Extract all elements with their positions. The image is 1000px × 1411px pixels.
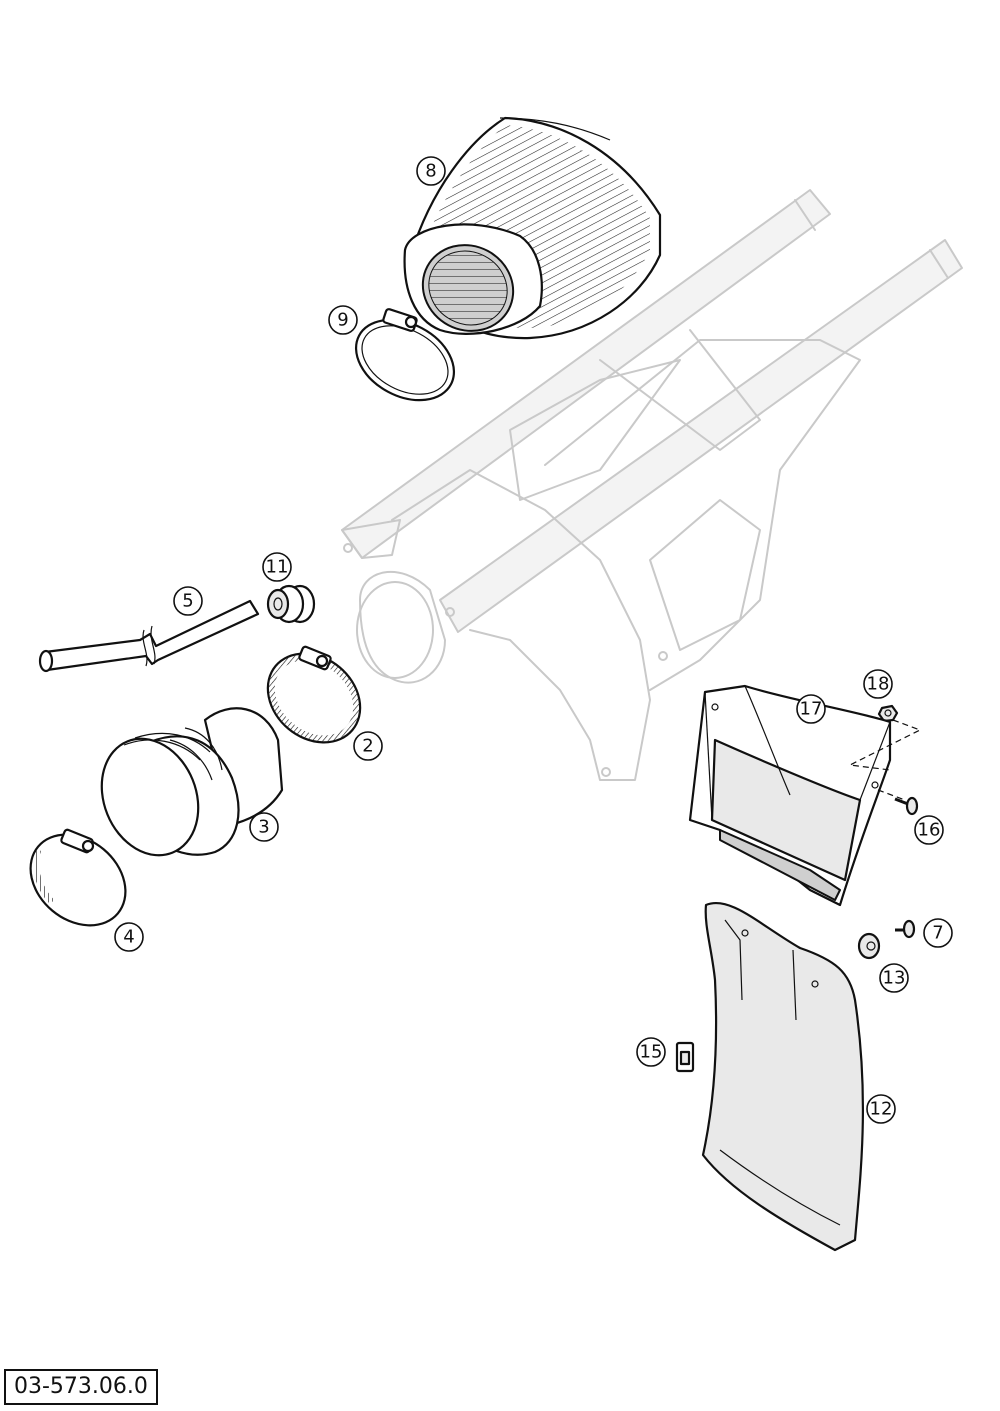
svg-text:2: 2	[362, 736, 373, 757]
svg-text:3: 3	[258, 817, 269, 838]
assembly-line	[847, 719, 922, 771]
svg-text:16: 16	[918, 820, 941, 841]
svg-text:11: 11	[266, 557, 289, 578]
callout-4: 4	[114, 922, 144, 952]
callout-16: 16	[914, 815, 944, 845]
svg-text:13: 13	[883, 968, 906, 989]
callout-3: 3	[249, 812, 279, 842]
clip-nut	[675, 1041, 695, 1073]
callout-9: 9	[328, 305, 358, 335]
svg-text:5: 5	[182, 591, 193, 612]
bushing	[857, 932, 881, 960]
intake-boot	[100, 707, 284, 857]
callout-15: 15	[636, 1037, 666, 1067]
svg-text:7: 7	[932, 923, 943, 944]
callout-13: 13	[879, 963, 909, 993]
callout-5: 5	[173, 586, 203, 616]
svg-text:18: 18	[867, 674, 890, 695]
subframe-outline	[341, 189, 963, 781]
air-filter	[403, 116, 662, 340]
assembly-line-2	[877, 789, 906, 801]
drawing-number: 03-573.06.0	[4, 1369, 158, 1405]
svg-text:12: 12	[870, 1099, 893, 1120]
callout-17: 17	[796, 694, 826, 724]
callout-7: 7	[923, 918, 953, 948]
callout-11: 11	[262, 552, 292, 582]
callout-12: 12	[866, 1094, 896, 1124]
mud-flap	[701, 902, 865, 1252]
screw-7	[895, 919, 916, 939]
callout-18: 18	[863, 669, 893, 699]
svg-text:8: 8	[425, 161, 436, 182]
callout-2: 2	[353, 731, 383, 761]
svg-text:4: 4	[123, 927, 134, 948]
hose-clamp-4	[29, 828, 127, 927]
callout-8: 8	[416, 156, 446, 186]
vent-hose	[38, 599, 260, 673]
hose-clamp-9	[354, 308, 456, 402]
bracket	[688, 684, 892, 907]
hose-clamp-2	[266, 645, 362, 744]
svg-text:15: 15	[640, 1042, 663, 1063]
svg-text:9: 9	[337, 310, 348, 331]
screw-16	[894, 796, 919, 816]
svg-text:17: 17	[800, 699, 823, 720]
grommet	[266, 584, 316, 624]
